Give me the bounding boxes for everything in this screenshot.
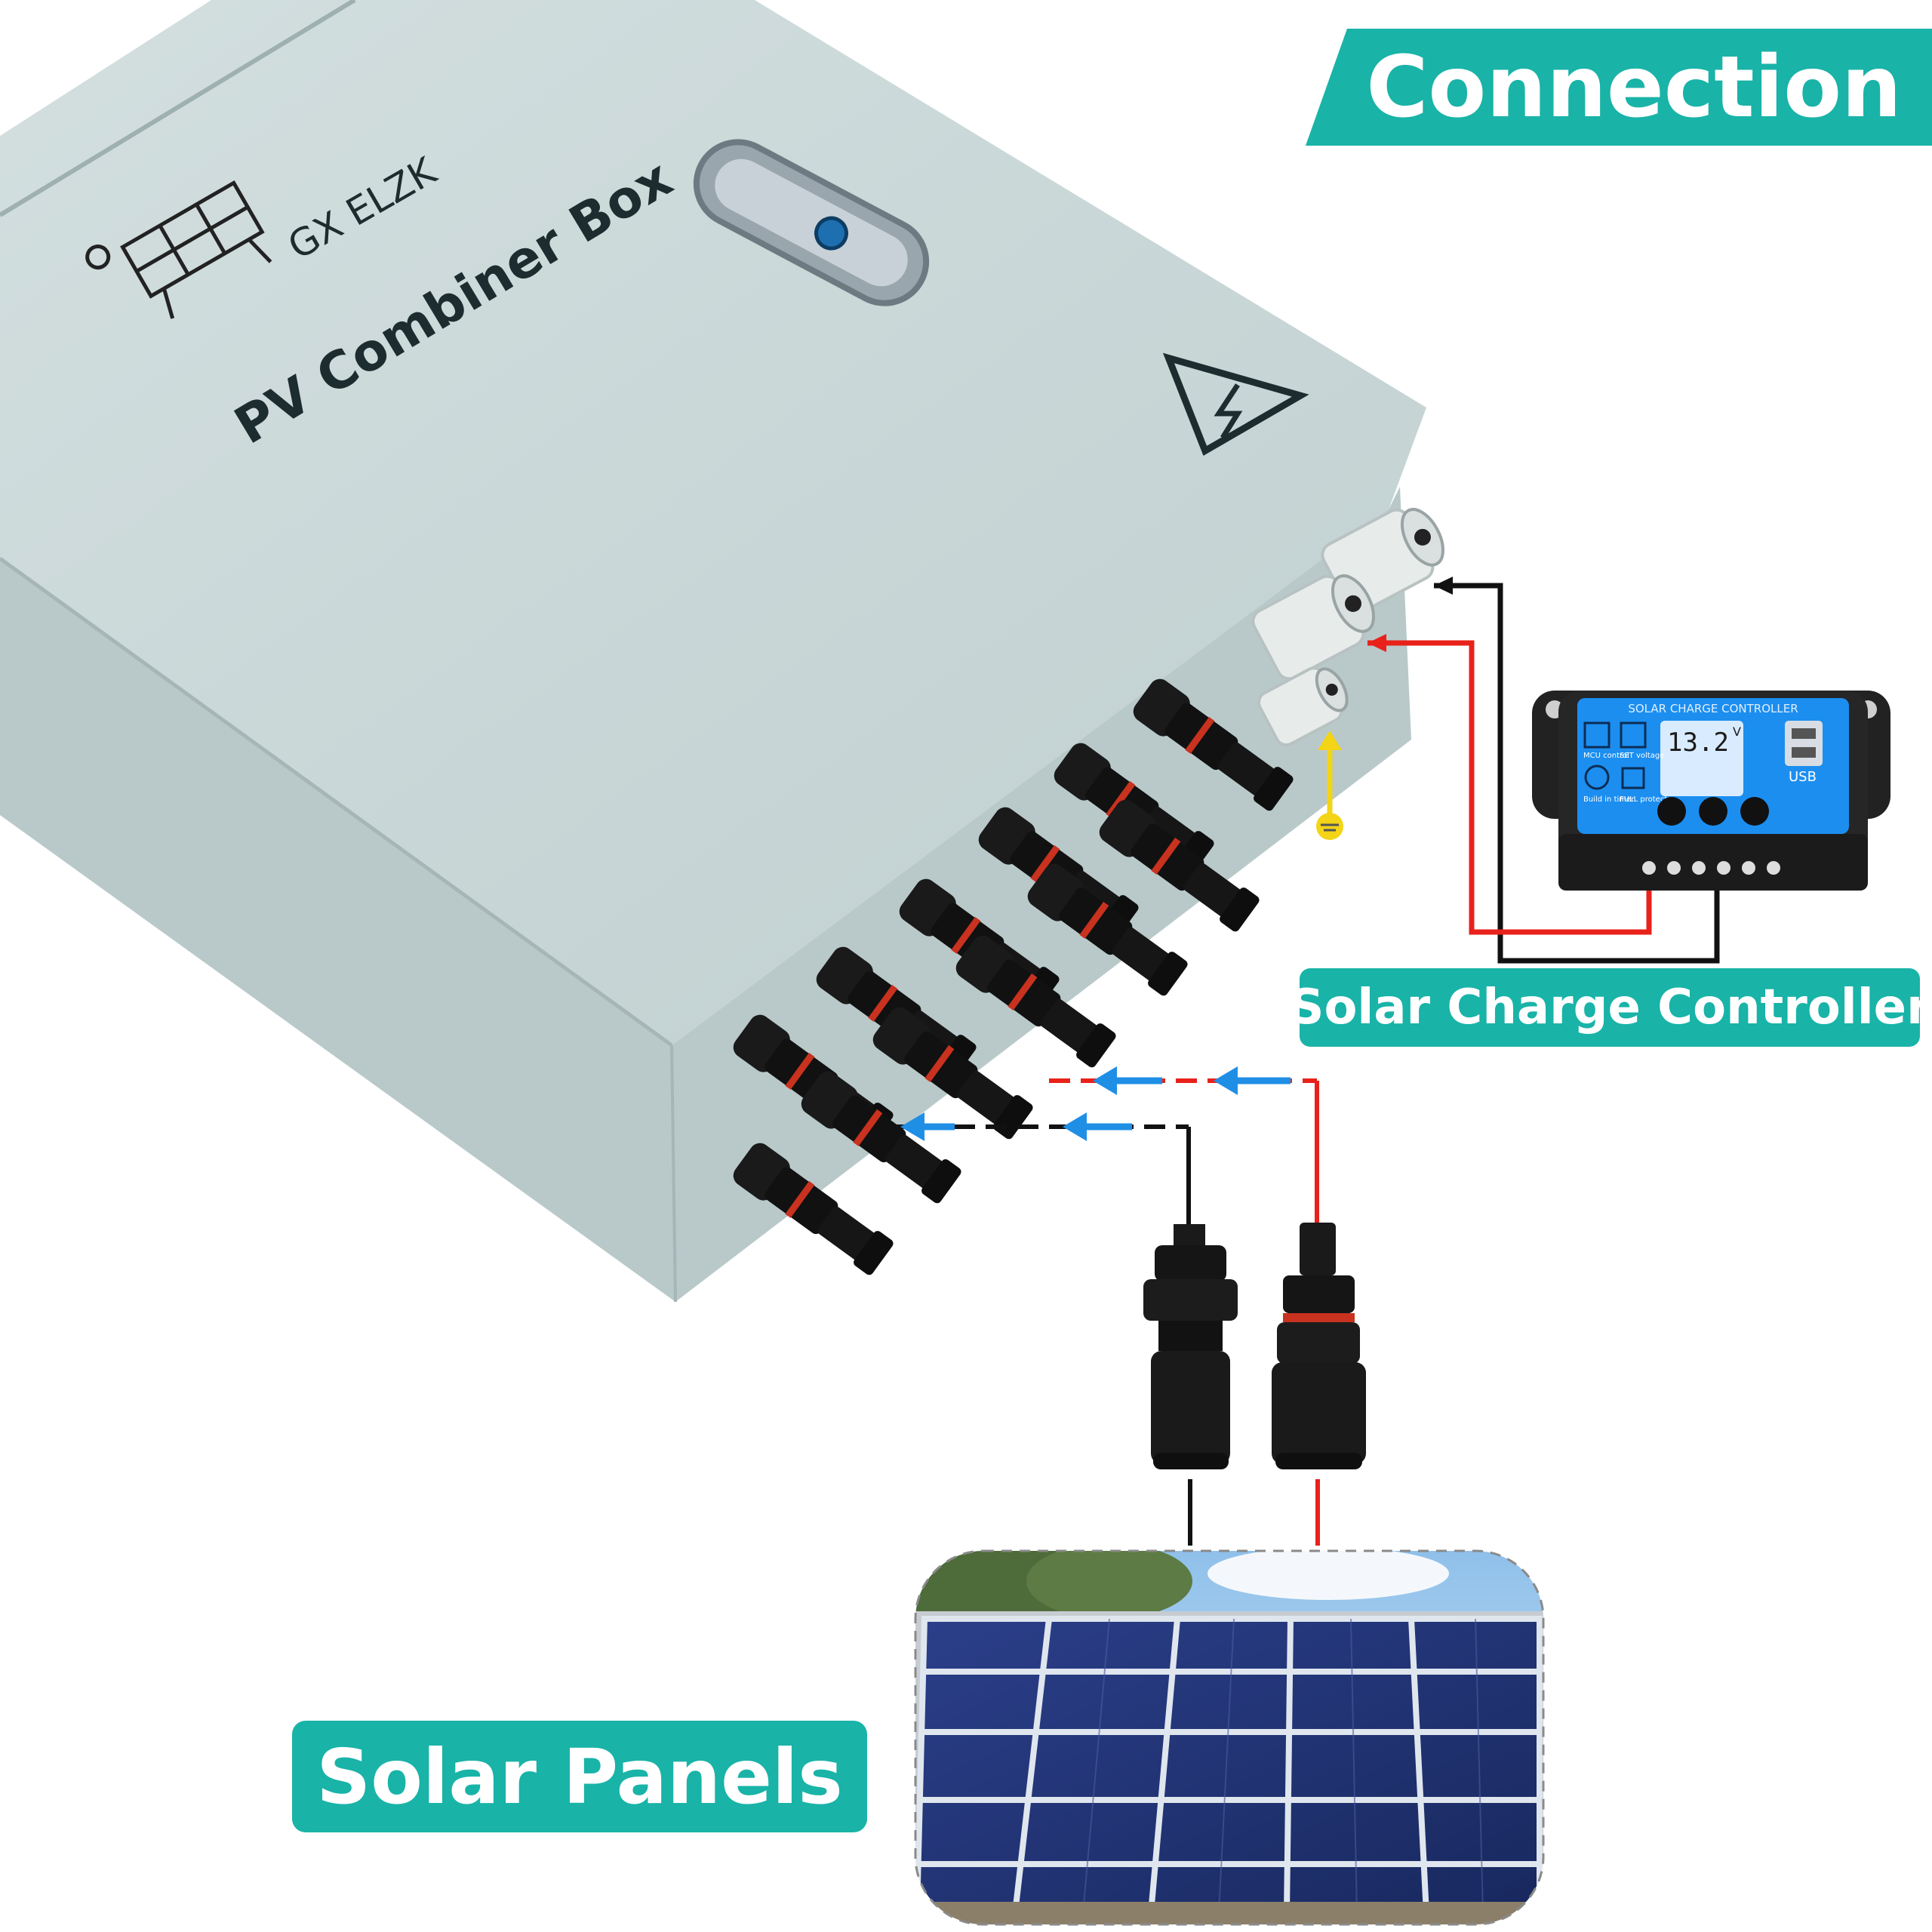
ground-icon (1316, 731, 1343, 840)
mc4-male-plug (1143, 1224, 1238, 1469)
panel-wiring (891, 1078, 1320, 1546)
solar-charge-controller-label: Solar Charge Controller (1289, 968, 1930, 1047)
combiner-box-front-face (0, 487, 1411, 1302)
icon-label-full: FULL protect (1620, 795, 1667, 804)
controller-header: SOLAR CHARGE CONTROLLER (1628, 702, 1798, 715)
controller-button-2[interactable] (1699, 797, 1727, 826)
mc4-female-plug (1272, 1223, 1366, 1469)
high-voltage-warning-icon (1162, 352, 1309, 456)
usb-icon: USB (1789, 769, 1817, 785)
solar-panels-photo (915, 1551, 1543, 1924)
icon-label-timer: Build in timer (1583, 795, 1635, 804)
controller-button-1[interactable] (1657, 797, 1686, 826)
connection-banner: Connection (1306, 29, 1932, 146)
solar-panel-logo-icon (85, 180, 272, 319)
icon-label-mcu: MCU control (1583, 752, 1629, 760)
controller-display-unit: V (1733, 724, 1741, 739)
combiner-box: GX ELZK PV Combiner Box (0, 0, 1444, 1303)
flow-arrow-icon (900, 1066, 1291, 1141)
lock-handle[interactable] (681, 128, 940, 318)
solar-charge-controller: SOLAR CHARGE CONTROLLER 13.2 V USB MCU c… (1532, 691, 1890, 891)
controller-button-3[interactable] (1740, 797, 1769, 826)
icon-label-set: SET voltage (1620, 752, 1664, 760)
cable-gland-2 (1251, 574, 1375, 681)
solar-panels-label: Solar Panels (292, 1721, 867, 1832)
controller-display-value: 13.2 (1667, 728, 1729, 758)
controller-wiring (1367, 577, 1720, 964)
combiner-box-lid (0, 0, 1426, 1045)
cable-gland-3 (1257, 666, 1349, 747)
